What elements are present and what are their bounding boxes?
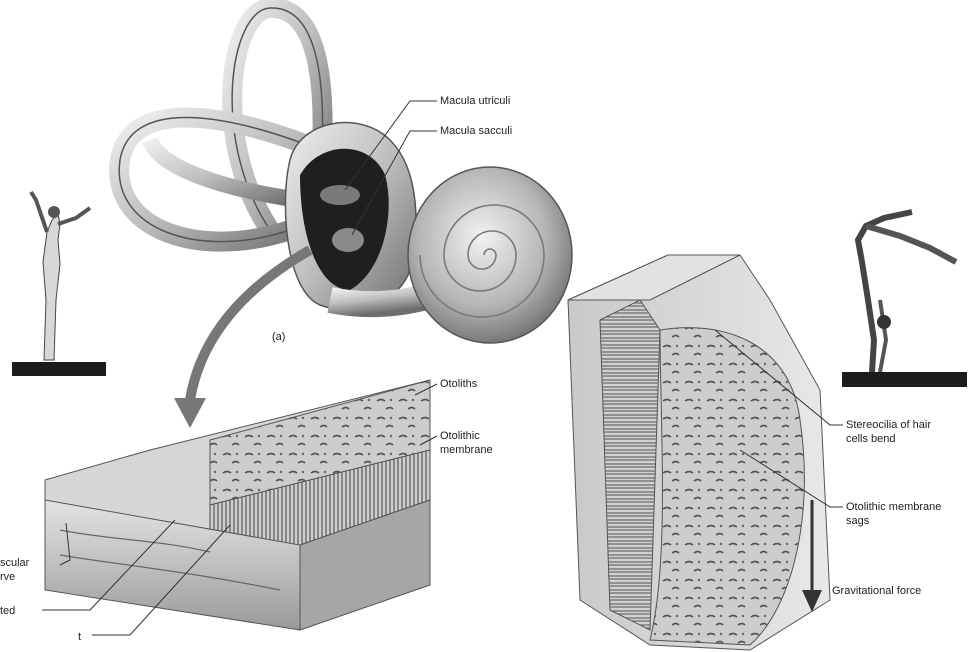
cochlea: [408, 167, 572, 343]
label-gravitational-force: Gravitational force: [832, 584, 921, 598]
label-left-cut-1: scular rve: [0, 556, 60, 584]
label-otolithic-membrane: Otolithic membrane: [440, 429, 530, 457]
macula-sacculi-shape: [332, 228, 364, 252]
label-otolithic-membrane-sags: Otolithic membrane sags: [846, 500, 966, 528]
label-panel-a: (a): [272, 330, 285, 344]
label-left-cut-3: t: [78, 630, 81, 644]
label-stereocilia-bend: Stereocilia of hair cells bend: [846, 418, 966, 446]
handstand-gymnast: [842, 212, 967, 387]
balance-beam-left: [12, 362, 106, 376]
label-left-cut-2: ted: [0, 604, 15, 618]
macula-block-tilted: [568, 255, 830, 650]
macula-block-upright: [45, 380, 430, 630]
balance-beam-right: [842, 372, 967, 387]
zoom-arrow-head: [174, 398, 206, 428]
label-macula-utriculi: Macula utriculi: [440, 94, 510, 108]
standing-gymnast: [12, 192, 106, 376]
label-macula-sacculi: Macula sacculi: [440, 124, 512, 138]
label-otoliths: Otoliths: [440, 377, 477, 391]
zoom-arrow: [190, 250, 310, 400]
macula-utriculi-shape: [320, 185, 360, 205]
